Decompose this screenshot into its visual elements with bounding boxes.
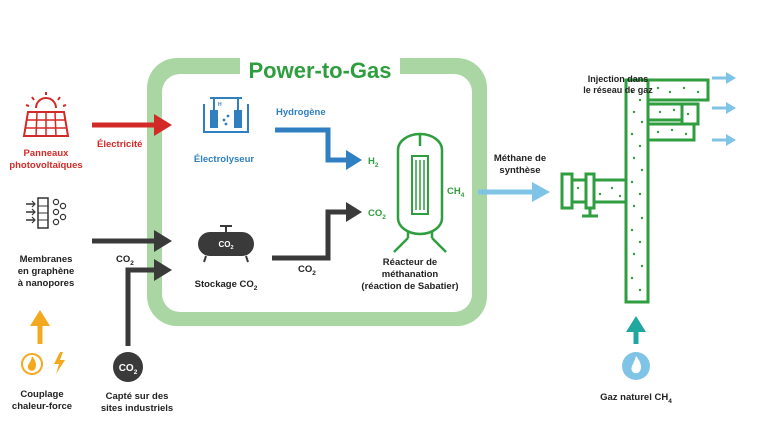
- natural-gas-arrow: [626, 316, 646, 344]
- natural-gas-label: Gaz naturel CH4: [600, 392, 672, 405]
- electrolyser-icon: [203, 97, 249, 133]
- solar-label-2: photovoltaïques: [9, 160, 82, 171]
- reactor-label-2: méthanation: [382, 269, 439, 280]
- grid-label-2: le réseau de gaz: [583, 85, 653, 95]
- lightning-icon: [54, 352, 65, 374]
- grid-label-1: Injection dans: [588, 74, 649, 84]
- industrial-co2-arrow: [125, 259, 172, 346]
- cogeneration-label-1: Couplage: [20, 389, 63, 400]
- reactor-label-3: (réaction de Sabatier): [361, 281, 458, 292]
- membrane-label-1: Membranes: [20, 254, 73, 265]
- industrial-co2-badge-text: CO2: [119, 363, 138, 376]
- electricity-arrow: [92, 114, 172, 136]
- solar-panel-icon: [22, 92, 70, 137]
- tank-icon: CO2: [198, 225, 254, 263]
- industrial-co2-badge: CO2: [113, 352, 143, 382]
- pipe-network-icon: [560, 78, 710, 304]
- electricity-label: Électricité: [97, 139, 142, 150]
- reactor-co2-label: CO2: [368, 208, 386, 221]
- reactor-label-1: Réacteur de: [383, 257, 437, 268]
- membrane-co2-arrow: [92, 230, 172, 252]
- cogeneration-up-arrow: [30, 310, 50, 344]
- grid-outlet-arrows: [712, 72, 736, 146]
- methane-output-arrow: [478, 182, 550, 202]
- membrane-co2-label: CO2: [116, 254, 134, 267]
- hydrogen-arrow: [275, 127, 362, 170]
- industrial-label-1: Capté sur des: [106, 391, 169, 402]
- gas-flame-icon: [622, 352, 650, 380]
- diagram-title: Power-to-Gas: [248, 58, 391, 83]
- membrane-label-3: à nanopores: [18, 278, 75, 289]
- methane-label-2: synthèse: [499, 165, 540, 176]
- storage-label: Stockage CO2: [195, 279, 258, 292]
- hydrogen-label: Hydrogène: [276, 107, 326, 118]
- reactor-icon: [393, 132, 447, 253]
- storage-co2-arrow: [272, 202, 362, 261]
- flame-icon: [21, 353, 43, 375]
- storage-co2-label: CO2: [298, 264, 316, 277]
- methane-label-1: Méthane de: [494, 153, 546, 164]
- reactor-h2-label: H2: [368, 156, 379, 169]
- tank-label: CO2: [218, 240, 233, 251]
- membrane-label-2: en graphène: [18, 266, 75, 277]
- reactor-ch4-label: CH4: [447, 186, 465, 199]
- sun-icon: [25, 92, 67, 109]
- industrial-label-2: sites industriels: [101, 403, 173, 414]
- electrolyser-label: Électrolyseur: [194, 154, 254, 165]
- solar-label-1: Panneaux: [24, 148, 70, 159]
- electrolyser-h-mark: H: [218, 102, 222, 108]
- membrane-icon: [26, 197, 67, 229]
- cogeneration-label-2: chaleur-force: [12, 401, 72, 412]
